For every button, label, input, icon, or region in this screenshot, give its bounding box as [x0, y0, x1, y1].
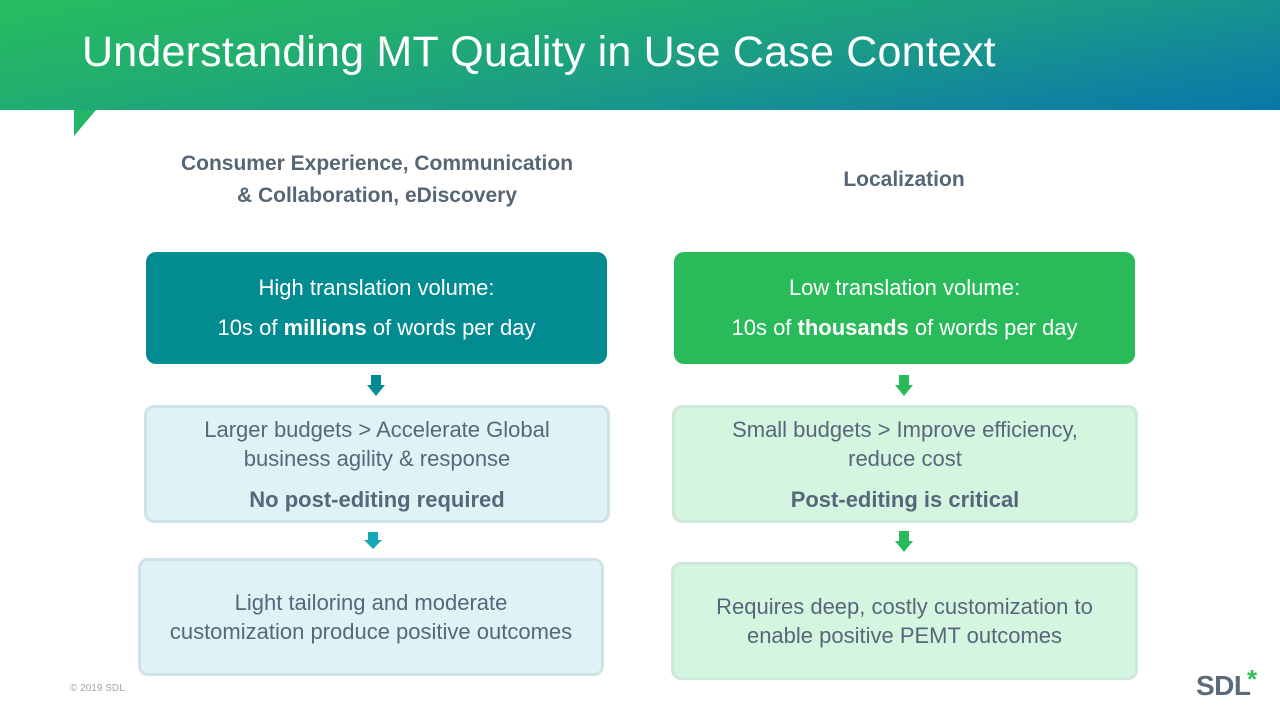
left-volume-post: of words per day [366, 315, 536, 340]
right-arrow-down-icon-1 [895, 375, 913, 396]
left-budget-line1: Larger budgets > Accelerate Global [204, 416, 550, 442]
right-volume-line2: 10s of thousands of words per day [731, 308, 1077, 348]
right-budget-bold: Post-editing is critical [790, 486, 1020, 512]
left-budget-line2: business agility & response [243, 445, 511, 471]
right-arrow-down-icon-2 [895, 531, 913, 552]
right-budget-line1: Small budgets > Improve efficiency, [732, 416, 1078, 442]
sdl-logo: SDL [1196, 670, 1251, 701]
left-volume-line2: 10s of millions of words per day [218, 308, 536, 348]
slide-title: Understanding MT Quality in Use Case Con… [82, 28, 996, 76]
right-volume-bold: thousands [797, 315, 909, 340]
right-volume-post: of words per day [908, 315, 1078, 340]
left-volume-pre: 10s of [217, 315, 284, 340]
right-column-heading: Localization [674, 164, 1134, 196]
right-outcome-line2: enable positive PEMT outcomes [746, 623, 1063, 648]
right-volume-pre: 10s of [731, 315, 798, 340]
left-heading-line2: & Collaboration, eDiscovery [236, 184, 518, 207]
left-arrow-down-icon-2 [364, 532, 382, 549]
left-volume-box: High translation volume: 10s of millions… [146, 252, 607, 364]
right-budget-line2: reduce cost [848, 445, 962, 471]
left-budget-bold: No post-editing required [249, 486, 505, 512]
right-budget-box: Small budgets > Improve efficiency, redu… [672, 405, 1138, 523]
sdl-logo-star-icon: * [1247, 664, 1258, 694]
left-column-heading: Consumer Experience, Communication & Col… [140, 148, 614, 212]
right-outcome-line1: Requires deep, costly customization to [716, 594, 1093, 619]
left-heading-line1: Consumer Experience, Communication [180, 152, 574, 175]
left-arrow-down-icon-1 [367, 375, 385, 396]
left-outcome-line2: customization produce positive outcomes [169, 619, 573, 644]
right-heading-line1: Localization [843, 168, 965, 191]
banner-tail [74, 110, 96, 136]
left-volume-bold: millions [283, 315, 367, 340]
title-banner [0, 0, 1280, 110]
left-outcome-line1: Light tailoring and moderate [234, 590, 508, 615]
left-volume-line1: High translation volume: [258, 275, 495, 300]
right-volume-line1: Low translation volume: [788, 275, 1021, 300]
right-outcome-box: Requires deep, costly customization to e… [671, 562, 1138, 680]
right-volume-box: Low translation volume: 10s of thousands… [674, 252, 1135, 364]
copyright-text: © 2019 SDL [70, 683, 125, 694]
left-budget-box: Larger budgets > Accelerate Global busin… [144, 405, 610, 523]
left-outcome-box: Light tailoring and moderate customizati… [138, 558, 604, 676]
